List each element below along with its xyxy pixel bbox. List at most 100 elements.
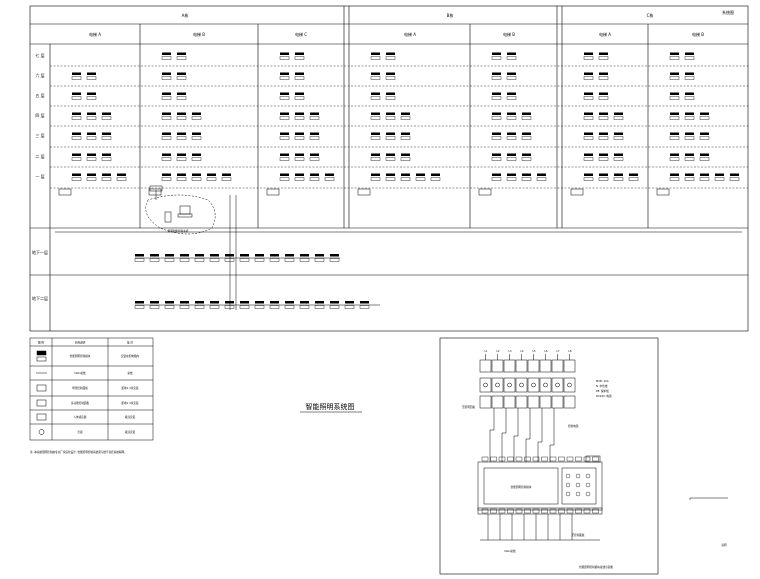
- panel-symbol: [669, 76, 680, 80]
- module-terminal: [524, 508, 531, 514]
- control-module-symbol: [72, 173, 81, 176]
- panel-symbol: [385, 157, 396, 161]
- detail-module-label: 智能照明控制模块: [511, 485, 532, 489]
- panel-symbol: [294, 56, 305, 60]
- breaker-body: [551, 377, 564, 393]
- breaker-top: [491, 359, 504, 373]
- breaker-switch: [507, 382, 512, 388]
- distribution-box: [570, 188, 584, 196]
- panel-symbol: [699, 157, 710, 161]
- control-module-symbol: [371, 132, 380, 135]
- panel-symbol: [669, 116, 680, 120]
- control-module-symbol: [295, 72, 304, 75]
- panel-symbol: [161, 157, 172, 161]
- panel-symbol: [86, 76, 97, 80]
- sub-header-c1: 电梯 A: [599, 31, 611, 37]
- breaker-bottom: [527, 395, 540, 409]
- control-module-symbol: [295, 52, 304, 55]
- panel-symbol: [370, 116, 381, 120]
- basement-panel-symbol: [194, 258, 205, 262]
- breaker-bottom: [539, 395, 552, 409]
- panel-symbol: [491, 136, 502, 140]
- control-module-symbol: [599, 92, 608, 95]
- legend-header-note: 备 注: [127, 341, 133, 345]
- module-button: [575, 482, 581, 488]
- control-module-symbol: [87, 112, 96, 115]
- breaker-bottom: [491, 395, 504, 409]
- panel-symbol: [370, 136, 381, 140]
- panel-symbol: [385, 96, 396, 100]
- header-building-a: A栋: [182, 12, 189, 18]
- breaker-body: [491, 377, 504, 393]
- control-module-symbol: [492, 72, 501, 75]
- breaker-body: [479, 377, 492, 393]
- module-terminal-top: [592, 456, 599, 462]
- floor-label-1: 一 层: [35, 173, 44, 179]
- control-module-symbol: [522, 112, 531, 115]
- panel-symbol: [71, 136, 82, 140]
- panel-symbol: [684, 116, 695, 120]
- panel-symbol: [521, 157, 532, 161]
- panel-symbol: [506, 56, 517, 60]
- control-module-symbol: [162, 92, 171, 95]
- basement-panel-symbol: [164, 258, 175, 262]
- basement-module-symbol: [315, 301, 324, 304]
- breaker-bottom: [503, 395, 516, 409]
- floor-separators: [50, 65, 748, 189]
- bottom-right-label: 说明: [721, 543, 727, 547]
- panel-symbol: [86, 177, 97, 181]
- basement-panel-symbol: [209, 258, 220, 262]
- module-terminal: [515, 508, 523, 514]
- control-module-symbol: [280, 153, 289, 156]
- detail-wires: [480, 408, 600, 541]
- panel-symbol: [613, 157, 624, 161]
- panel-symbol: [521, 116, 532, 120]
- basement-module-symbol: [270, 254, 279, 257]
- note-text: 注: 本系统照明控制由专业厂家深化设计, 智能照明控制系统需与楼宇自控系统联网。: [30, 450, 127, 454]
- control-module-symbol: [386, 72, 395, 75]
- control-module-symbol: [310, 153, 319, 156]
- panel-symbol: [101, 157, 112, 161]
- legend-row-1-name: 智能照明控制模块: [70, 354, 91, 358]
- detail-wire: [549, 408, 555, 462]
- control-module-symbol: [492, 92, 501, 95]
- control-module-symbol: [177, 132, 186, 135]
- control-module-symbol: [386, 153, 395, 156]
- panel-symbol: [598, 76, 609, 80]
- panel-symbol: [684, 177, 695, 181]
- basement-panel-symbol: [134, 258, 145, 262]
- panel-symbol: [161, 56, 172, 60]
- breaker-body: [527, 377, 540, 393]
- panel-symbol: [613, 177, 624, 181]
- panel-symbol: [279, 96, 290, 100]
- control-module-symbol: [507, 72, 516, 75]
- panel-symbol: [71, 76, 82, 80]
- panel-symbol: [583, 136, 594, 140]
- control-module-symbol: [599, 132, 608, 135]
- basement-panel-symbol: [344, 305, 355, 309]
- detail-left-note: 至照明回路: [462, 405, 475, 409]
- control-module-symbol: [584, 72, 593, 75]
- panel-symbol: [385, 177, 396, 181]
- module-button: [585, 482, 591, 488]
- breaker-body: [563, 377, 576, 393]
- control-module-symbol: [310, 132, 319, 135]
- detail-right-note-3: PE: 保护线: [596, 389, 609, 393]
- control-module-symbol: [700, 112, 709, 115]
- basement-module-symbol: [240, 301, 249, 304]
- panel-symbol: [161, 76, 172, 80]
- panel-symbol: [491, 96, 502, 100]
- basement-panel-symbol: [329, 258, 340, 262]
- panel-symbol: [491, 157, 502, 161]
- distribution-box: [58, 188, 72, 196]
- control-module-symbol: [416, 173, 425, 176]
- panel-symbol: [684, 96, 695, 100]
- panel-symbol: [669, 136, 680, 140]
- control-module-symbol: [584, 112, 593, 115]
- panel-symbol: [583, 96, 594, 100]
- breaker-switch: [519, 382, 524, 388]
- module-terminal-top: [481, 456, 489, 462]
- detail-label-l2: L2: [496, 349, 499, 353]
- module-terminal: [507, 508, 514, 514]
- panel-symbol: [294, 96, 305, 100]
